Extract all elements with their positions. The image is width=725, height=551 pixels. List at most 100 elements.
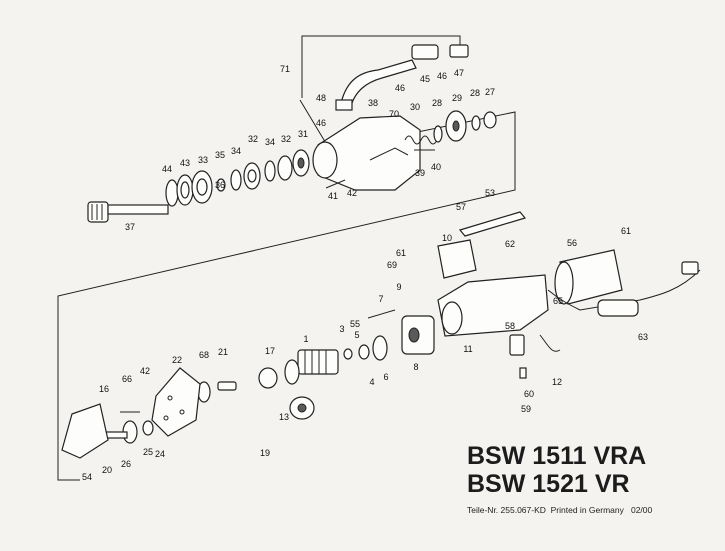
callout-40: 40 <box>431 162 441 172</box>
cable-12 <box>539 334 561 352</box>
printed-note: Printed in Germany <box>550 505 624 515</box>
callout-69: 69 <box>387 260 397 270</box>
bearing-43 <box>176 174 194 206</box>
callout-55: 55 <box>350 319 360 329</box>
callout-70: 70 <box>389 109 399 119</box>
upper-group-bracket <box>301 35 461 98</box>
callout-45: 45 <box>420 74 430 84</box>
callout-59: 59 <box>521 404 531 414</box>
power-cord-63 <box>547 261 701 317</box>
callout-24: 24 <box>155 449 165 459</box>
footer-info: Teile-Nr. 255.067-KD Printed in Germany … <box>467 505 652 515</box>
switch-10 <box>437 239 477 279</box>
callout-13: 13 <box>279 412 289 422</box>
ring-3 <box>343 348 353 360</box>
callout-21: 21 <box>218 347 228 357</box>
screw-41 <box>325 179 346 189</box>
washer-6 <box>372 335 388 361</box>
callout-4: 4 <box>369 377 374 387</box>
callout-38: 38 <box>368 98 378 108</box>
drill-chuck-spindle <box>87 201 169 223</box>
callout-31: 31 <box>298 129 308 139</box>
model-title-1: BSW 1511 VRA <box>467 442 647 470</box>
callout-26: 26 <box>121 459 131 469</box>
callout-8: 8 <box>413 362 418 372</box>
gasket-54 <box>61 403 109 459</box>
callout-42: 42 <box>347 188 357 198</box>
bearing-17 <box>258 367 278 389</box>
callout-3: 3 <box>339 324 344 334</box>
callout-19: 19 <box>260 448 270 458</box>
callout-47: 47 <box>454 68 464 78</box>
washer-28b <box>471 115 481 131</box>
callout-54: 54 <box>82 472 92 482</box>
connector-45 <box>411 44 439 60</box>
fitting-47 <box>449 44 469 58</box>
callout-20: 20 <box>102 465 112 475</box>
print-date: 02/00 <box>630 505 653 515</box>
callout-35: 35 <box>215 150 225 160</box>
gear-13 <box>289 396 315 420</box>
shaft-21 <box>217 381 237 391</box>
callout-32: 32 <box>281 134 291 144</box>
callout-48: 48 <box>316 93 326 103</box>
part-number: Teile-Nr. 255.067-KD <box>467 505 546 515</box>
ring-36 <box>216 178 226 192</box>
callout-42: 42 <box>140 366 150 376</box>
callout-61: 61 <box>621 226 631 236</box>
armature-1 <box>284 349 339 385</box>
callout-41: 41 <box>328 191 338 201</box>
callout-7: 7 <box>378 294 383 304</box>
callout-60: 60 <box>524 389 534 399</box>
callout-33: 33 <box>198 155 208 165</box>
electronic-module-56 <box>554 249 623 305</box>
callout-1: 1 <box>303 334 308 344</box>
callout-12: 12 <box>552 377 562 387</box>
callout-27: 27 <box>485 87 495 97</box>
motor-housing-11 <box>437 274 549 337</box>
callout-29: 29 <box>452 93 462 103</box>
callout-53: 53 <box>485 188 495 198</box>
callout-9: 9 <box>396 282 401 292</box>
callout-25: 25 <box>143 447 153 457</box>
callout-68: 68 <box>199 350 209 360</box>
field-coil-8 <box>401 315 435 355</box>
callout-56: 56 <box>567 238 577 248</box>
carbon-brush-60 <box>519 367 527 379</box>
gearbox-cover-22 <box>151 367 201 437</box>
gear-housing-38 <box>312 115 421 191</box>
callout-22: 22 <box>172 355 182 365</box>
callout-11: 11 <box>463 344 472 354</box>
callout-16: 16 <box>99 384 109 394</box>
callout-46: 46 <box>316 118 326 128</box>
callout-34: 34 <box>231 146 241 156</box>
callout-28: 28 <box>432 98 442 108</box>
lever-53 <box>458 211 527 237</box>
callout-61: 61 <box>396 248 406 258</box>
callout-44: 44 <box>162 164 172 174</box>
flex-shaft-48 <box>335 59 417 111</box>
callout-66: 66 <box>122 374 132 384</box>
washer-28 <box>433 125 443 143</box>
screw-7 <box>367 309 396 319</box>
callout-36: 36 <box>215 180 225 190</box>
bearing-32 <box>243 162 261 190</box>
bearing-32b <box>277 155 293 181</box>
callout-5: 5 <box>354 330 359 340</box>
ring-34 <box>230 169 242 191</box>
callout-57: 57 <box>456 202 466 212</box>
callout-58: 58 <box>505 321 515 331</box>
callout-28: 28 <box>470 88 480 98</box>
bevel-gear-31 <box>292 149 310 177</box>
spring-70 <box>404 135 438 145</box>
bearing-24 <box>142 420 154 436</box>
callout-30: 30 <box>410 102 420 112</box>
ring-34b <box>264 160 276 182</box>
gear-29 <box>445 110 467 142</box>
callout-10: 10 <box>442 233 452 243</box>
callout-34: 34 <box>265 137 275 147</box>
callout-6: 6 <box>383 372 388 382</box>
nut-27 <box>483 111 497 129</box>
